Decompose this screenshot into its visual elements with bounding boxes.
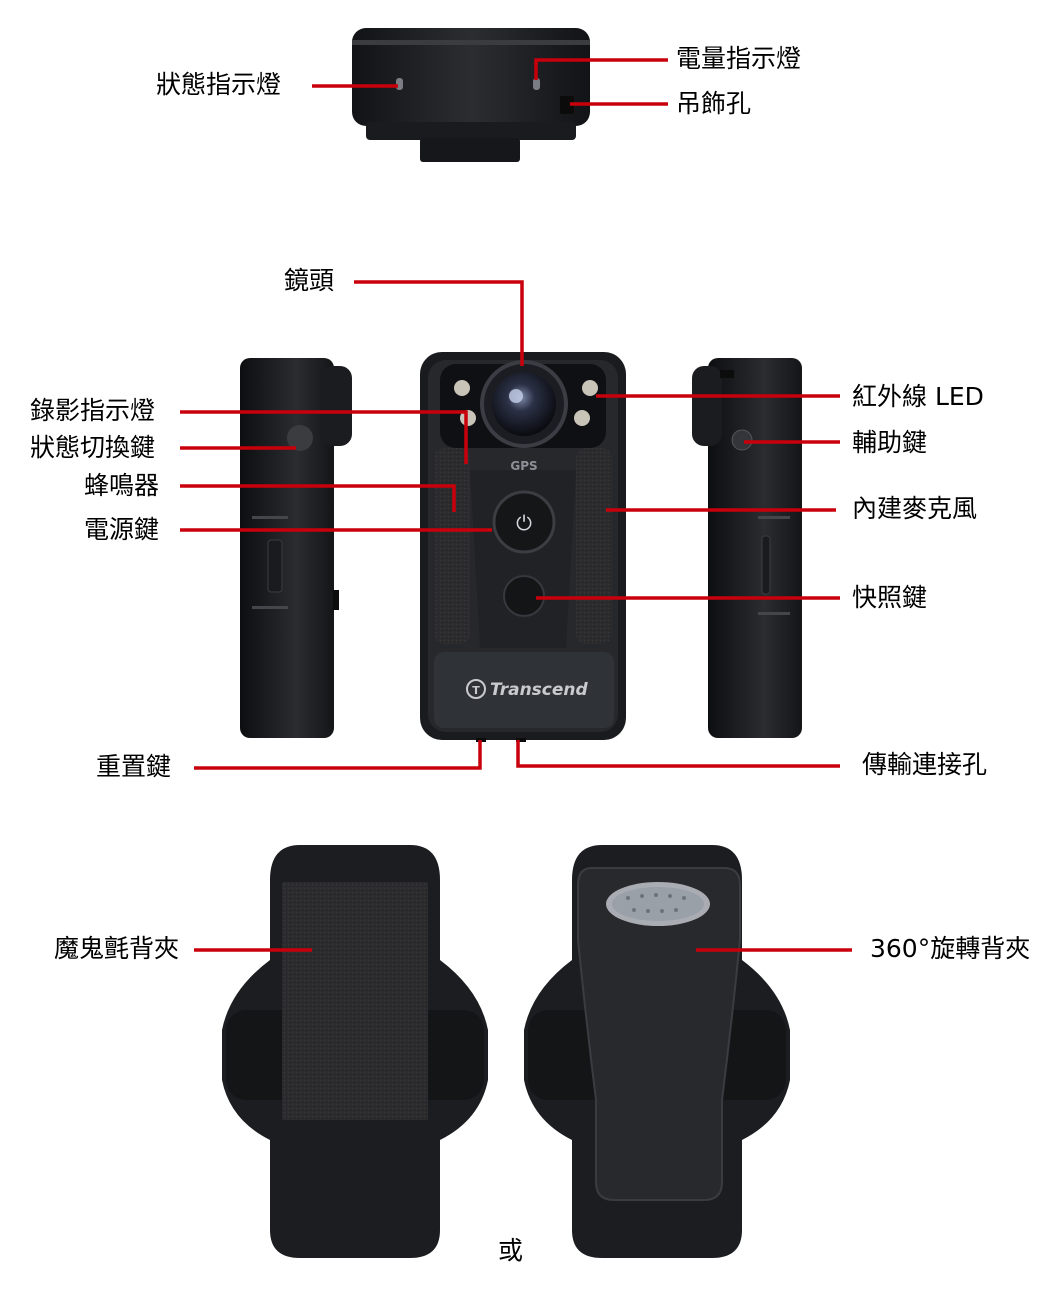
label-built-in-mic: 內建麥克風 — [852, 494, 978, 523]
ir-led-4 — [574, 410, 590, 426]
label-transfer-port: 傳輸連接孔 — [862, 750, 988, 779]
svg-text:⏻: ⏻ — [516, 511, 532, 535]
leader-reset-key — [194, 740, 482, 770]
strap-hole-shape — [560, 96, 574, 114]
velcro-clip-view — [222, 845, 488, 1258]
ir-led-3 — [582, 380, 598, 396]
ir-led-1 — [454, 380, 470, 396]
device-left-side-view — [240, 358, 352, 738]
label-aux-key: 輔助鍵 — [852, 428, 928, 457]
label-buzzer: 蜂鳴器 — [84, 471, 160, 500]
leader-lens — [354, 280, 524, 366]
label-mode-switch-key: 狀態切換鍵 — [30, 433, 156, 462]
leader-transfer-port — [516, 740, 840, 768]
leader-record-led — [180, 410, 468, 464]
label-reset-key: 重置鍵 — [96, 752, 172, 781]
label-infrared-led: 紅外線 LED — [852, 382, 984, 411]
status-led-top-dot — [396, 78, 403, 90]
label-status-led-top: 狀態指示燈 — [156, 70, 282, 99]
device-front-view: GPS ⏻ T Transcend — [420, 352, 626, 742]
label-lens: 鏡頭 — [284, 266, 335, 295]
battery-led-dot — [533, 78, 540, 90]
gps-text: GPS — [510, 459, 537, 473]
device-top-view — [352, 28, 590, 162]
ir-led-2 — [460, 410, 476, 426]
device-right-side-view — [692, 358, 802, 738]
label-record-led: 錄影指示燈 — [30, 396, 156, 425]
snapshot-key-shape — [503, 575, 545, 617]
aux-key-shape — [731, 429, 753, 451]
leader-buzzer — [180, 484, 456, 512]
lens-shape — [492, 372, 556, 436]
label-strap-hole: 吊飾孔 — [676, 89, 752, 118]
mode-switch-key-shape — [287, 425, 313, 451]
label-power-key: 電源鍵 — [84, 515, 160, 544]
power-key-shape — [492, 490, 556, 554]
label-velcro-clip: 魔鬼氈背夾 — [54, 934, 180, 963]
rotating-clip-view — [524, 845, 790, 1258]
label-snapshot-key: 快照鍵 — [852, 583, 928, 612]
brand-logo-text: Transcend — [490, 680, 589, 700]
label-or: 或 — [498, 1236, 524, 1265]
leader-battery-led — [534, 58, 668, 80]
svg-text:T: T — [472, 684, 480, 697]
label-battery-led: 電量指示燈 — [676, 44, 802, 73]
velcro-pad — [282, 882, 428, 1120]
label-rotating-clip: 360°旋轉背夾 — [870, 934, 1031, 963]
leader-lines — [180, 58, 852, 952]
